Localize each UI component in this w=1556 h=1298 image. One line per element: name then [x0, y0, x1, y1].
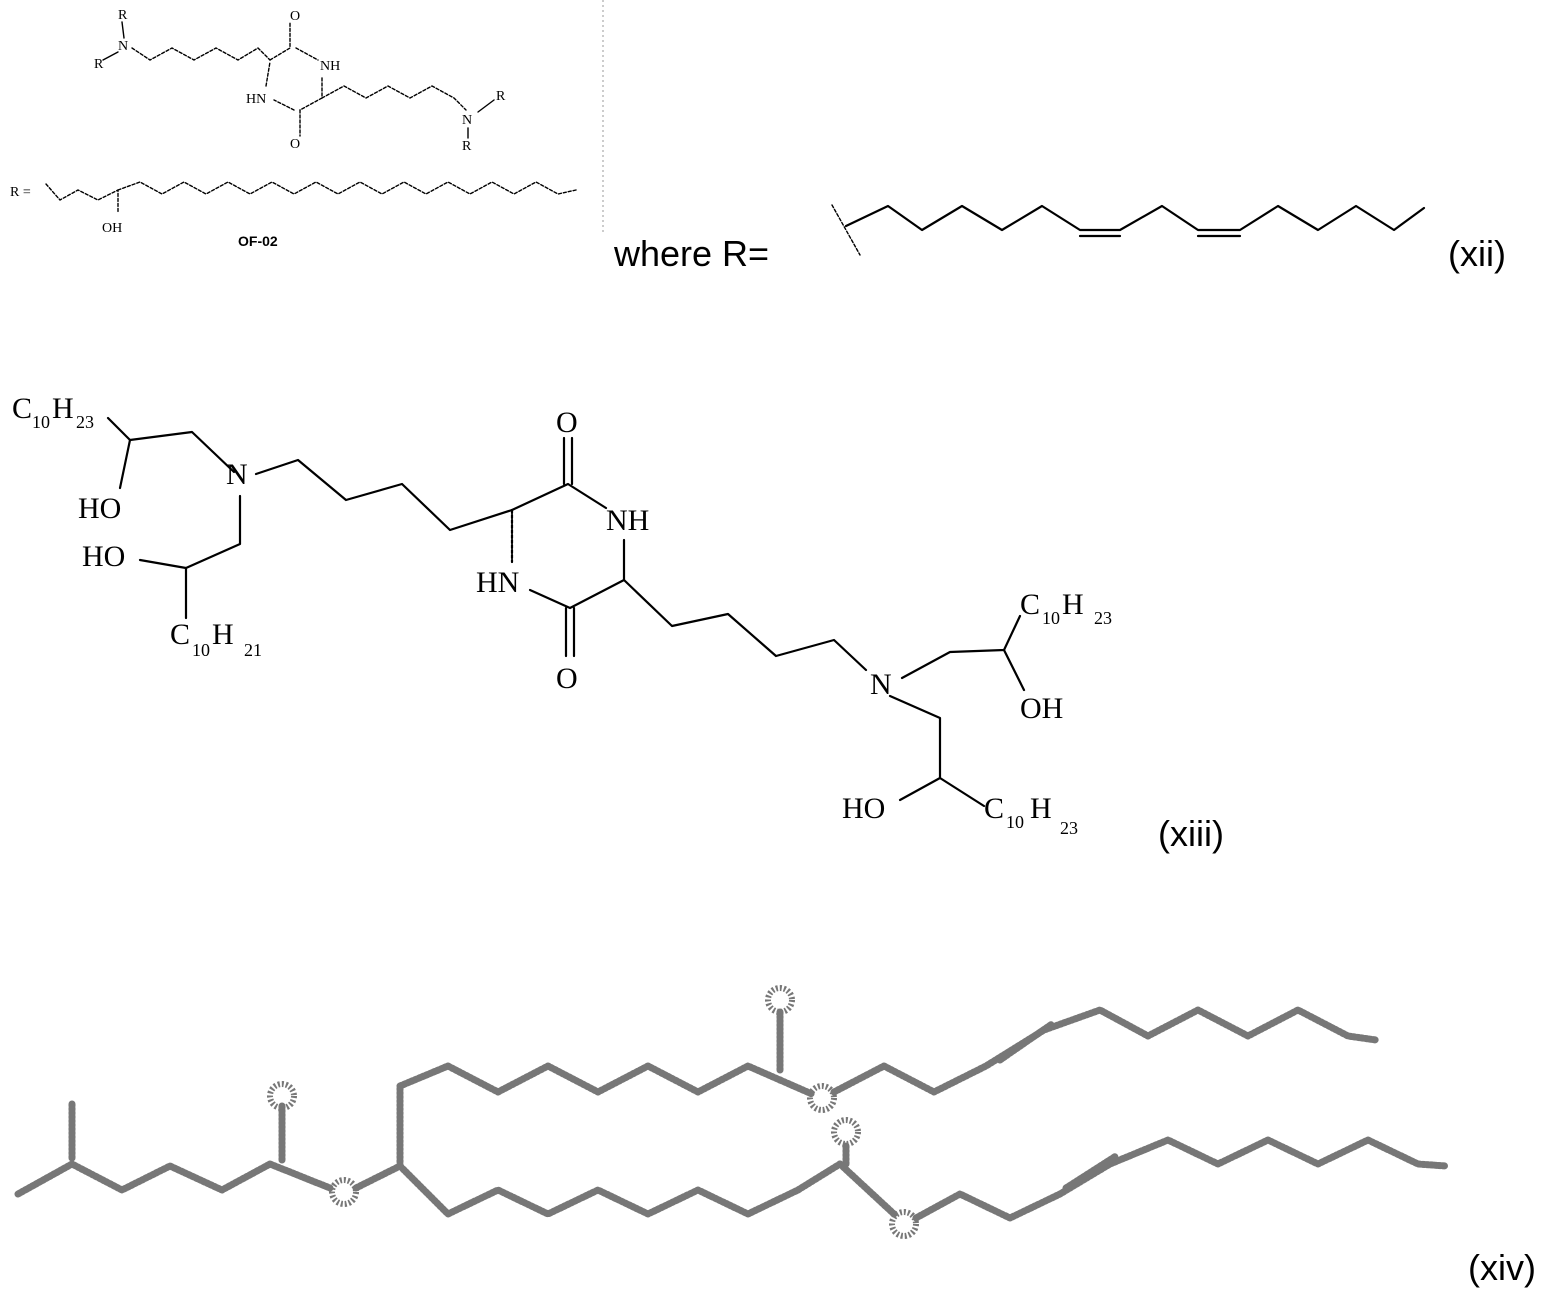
- bond: [356, 1166, 400, 1188]
- oxygen-atom: O: [556, 406, 578, 439]
- ring-bond: [274, 100, 294, 110]
- chain-bond: [46, 184, 118, 212]
- ring-bond: [266, 62, 270, 86]
- upper-chain: [400, 1066, 780, 1166]
- oxygen-atom: O: [556, 662, 578, 695]
- subscript: 10: [32, 412, 50, 432]
- bond: [900, 778, 940, 800]
- bond: [120, 440, 130, 488]
- structure-xiv: [18, 988, 1446, 1236]
- bond: [108, 418, 234, 472]
- double-bond: [1066, 1156, 1116, 1188]
- structure-label-xiv: (xiv): [1468, 1247, 1536, 1288]
- structure-xiii: C 10 H 23 HO N HO C 10 H 21 O NH O HN N: [12, 392, 1112, 838]
- n-atom: N: [118, 39, 128, 54]
- chain-bond: [132, 48, 270, 60]
- hn-group: HN: [476, 566, 519, 599]
- ring-bond: [512, 484, 606, 510]
- subscript: 23: [1060, 818, 1078, 838]
- hydrogen-atom: H: [212, 618, 234, 651]
- bond: [270, 1164, 330, 1188]
- subscript: 10: [1042, 608, 1060, 628]
- subscript: 10: [192, 640, 210, 660]
- nh-group: NH: [606, 504, 649, 537]
- o-atom: O: [290, 137, 300, 152]
- subscript: 21: [244, 640, 262, 660]
- bond: [780, 1080, 812, 1094]
- hn-atom: HN: [246, 92, 266, 107]
- subscript: 10: [1006, 812, 1024, 832]
- r-definition: R =: [10, 185, 31, 200]
- carbon-atom: C: [1020, 588, 1040, 621]
- ester-oxygen: [332, 1180, 356, 1204]
- bond: [122, 22, 124, 38]
- n-atom: N: [462, 113, 472, 128]
- n-atom-right: N: [870, 668, 892, 701]
- carbon-atom: C: [170, 618, 190, 651]
- bond: [1004, 650, 1024, 690]
- r-label: R: [94, 57, 104, 72]
- attachment-point: [832, 205, 860, 255]
- ring-bond: [270, 22, 290, 60]
- chain-bond: [118, 182, 576, 194]
- bond: [902, 616, 1020, 678]
- amine-chain: [18, 1164, 270, 1194]
- lower-chain: [400, 1164, 840, 1214]
- hydrogen-atom: H: [1030, 792, 1052, 825]
- r-label: R: [462, 139, 472, 154]
- ring-bond: [300, 78, 322, 110]
- r-label: R: [118, 8, 128, 23]
- carbonyl-oxygen: [768, 988, 792, 1012]
- r-label: R: [496, 89, 506, 104]
- o-atom: O: [290, 9, 300, 24]
- linoleyl-chain: [846, 206, 1424, 230]
- chain-bond: [322, 86, 466, 110]
- ring-bond: [296, 48, 318, 60]
- bond: [140, 560, 186, 568]
- structure-label-xiii: (xiii): [1158, 813, 1224, 854]
- carbon-atom: C: [12, 392, 32, 425]
- upper-tail: [834, 1010, 1376, 1092]
- ho-group: HO: [842, 792, 885, 825]
- ester-oxygen: [810, 1086, 834, 1110]
- carbonyl-oxygen: [834, 1120, 858, 1144]
- ho-group: HO: [78, 492, 121, 525]
- bond: [478, 100, 494, 112]
- subscript: 23: [76, 412, 94, 432]
- where-r-text: where R=: [613, 233, 769, 274]
- oh-group: OH: [1020, 692, 1063, 725]
- nh-atom: NH: [320, 59, 340, 74]
- butyl-chain: [256, 460, 512, 530]
- hydrogen-atom: H: [1062, 588, 1084, 621]
- structure-xii-inset: R R N O NH O HN N R R R = OH OF-02: [10, 0, 603, 249]
- bond: [890, 696, 984, 806]
- compound-name: OF-02: [238, 233, 278, 249]
- ring-bond: [530, 580, 624, 608]
- structure-label-xii: (xii): [1448, 233, 1506, 274]
- carbon-atom: C: [984, 792, 1004, 825]
- lower-tail: [916, 1140, 1446, 1218]
- bond: [186, 496, 240, 618]
- r-group-chain: [832, 205, 1424, 255]
- subscript: 23: [1094, 608, 1112, 628]
- butyl-chain: [624, 580, 866, 670]
- ho-group: HO: [82, 540, 125, 573]
- double-bond: [1000, 1024, 1052, 1060]
- bond: [103, 52, 118, 60]
- hydrogen-atom: H: [52, 392, 74, 425]
- oh-atom: OH: [102, 221, 122, 236]
- bond: [840, 1164, 894, 1214]
- n-atom-left: N: [226, 458, 248, 491]
